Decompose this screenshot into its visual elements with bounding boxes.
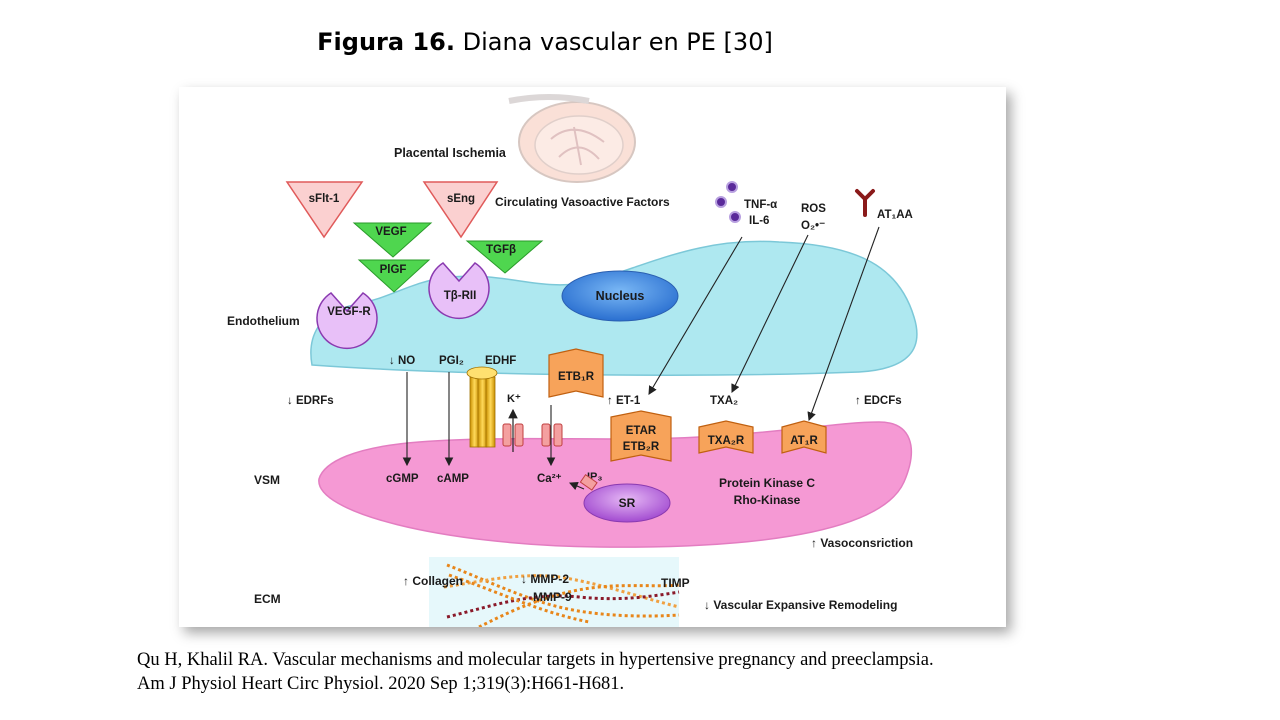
seng-marker: sEng [422,181,499,239]
figure-panel: Placental Ischemia Nucleus Endothelium S… [179,87,1006,627]
svg-text:sEng: sEng [447,193,475,205]
txa2r-receptor: TXA₂R [698,420,754,454]
citation: Qu H, Khalil RA. Vascular mechanisms and… [137,648,1257,696]
ca2-label: Ca²⁺ [537,473,562,485]
at1r-receptor: AT₁R [781,420,827,454]
et1-label: ↑ ET-1 [607,395,641,407]
nucleus-shape [561,270,679,322]
figure-number: Figura 16. [317,28,455,56]
timp-label: TIMP [661,576,690,590]
figure-caption: Diana vascular en PE [30] [462,28,773,56]
edhf-label: EDHF [485,355,516,367]
plgf-marker: PlGF [357,259,431,293]
slide-title: Figura 16. Diana vascular en PE [30] [0,28,1090,56]
pgi2-label: PGI₂ [439,355,464,367]
circulating-factors-label: Circulating Vasoactive Factors [495,195,670,209]
placenta-icon [508,94,636,183]
svg-text:Tβ-RII: Tβ-RII [444,290,477,302]
k-plus-label: K⁺ [507,393,521,405]
sr-shape [583,483,671,523]
o2-label: O₂•⁻ [801,220,825,232]
remodeling-label: ↓ Vascular Expansive Remodeling [704,598,897,612]
mmp9-label: MMP-9 [533,590,572,604]
svg-text:sFlt-1: sFlt-1 [309,193,340,205]
svg-text:ETB₁R: ETB₁R [558,371,595,383]
txa2-label: TXA₂ [710,395,738,407]
at1aa-label: AT₁AA [877,209,913,221]
svg-text:PlGF: PlGF [380,264,407,276]
rho-kinase-label: Rho-Kinase [734,493,801,507]
tgfb-marker: TGFβ [465,240,544,274]
svg-text:VEGF-R: VEGF-R [327,306,371,318]
nucleus-label: Nucleus [596,289,645,303]
vascular-target-diagram: Placental Ischemia Nucleus Endothelium S… [227,94,918,627]
collagen-label: ↑ Collagen [403,574,463,588]
il6-label: IL-6 [749,215,769,227]
camp-label: cAMP [437,473,469,485]
cgmp-label: cGMP [386,473,419,485]
sflt1-marker: sFlt-1 [285,181,364,239]
svg-text:TGFβ: TGFβ [486,244,516,256]
pkc-label: Protein Kinase C [719,476,815,490]
antibody-icon [855,189,875,217]
vasoconstriction-label: ↑ Vasoconsriction [811,536,913,550]
svg-text:ETB₂R: ETB₂R [623,441,660,453]
sr-label: SR [619,496,636,510]
etar-etb2r-receptor: ETAR ETB₂R [610,410,672,462]
svg-text:TXA₂R: TXA₂R [708,435,745,447]
placental-ischemia-label: Placental Ischemia [394,146,507,160]
vegf-marker: VEGF [352,222,433,258]
pathway-arrows [402,226,880,585]
edrfs-label: ↓ EDRFs [287,395,334,407]
svg-text:VEGF: VEGF [375,226,406,238]
citation-line-2: Am J Physiol Heart Circ Physiol. 2020 Se… [137,674,625,694]
ros-label: ROS [801,203,826,215]
endothelium-label: Endothelium [227,314,300,328]
ecm-fibers [429,557,680,627]
svg-text:AT₁R: AT₁R [790,435,818,447]
vsm-label: VSM [254,473,280,487]
citation-line-1: Qu H, Khalil RA. Vascular mechanisms and… [137,650,934,670]
cytokine-icons [715,181,741,223]
edhf-channel [466,366,498,448]
etb1r-receptor: ETB₁R [548,348,604,398]
k-channel [502,423,524,447]
edcfs-label: ↑ EDCFs [855,395,902,407]
tb-rii-receptor: Tβ-RII [428,262,490,320]
no-label: ↓ NO [389,355,415,367]
tnf-label: TNF-α [744,199,777,211]
mmp2-label: ↓ MMP-2 [521,572,569,586]
svg-text:ETAR: ETAR [626,425,657,437]
ip3-receptor [579,474,598,491]
vegf-r-receptor: VEGF-R [316,292,378,350]
ca-channel [541,423,563,447]
ecm-label: ECM [254,592,281,606]
